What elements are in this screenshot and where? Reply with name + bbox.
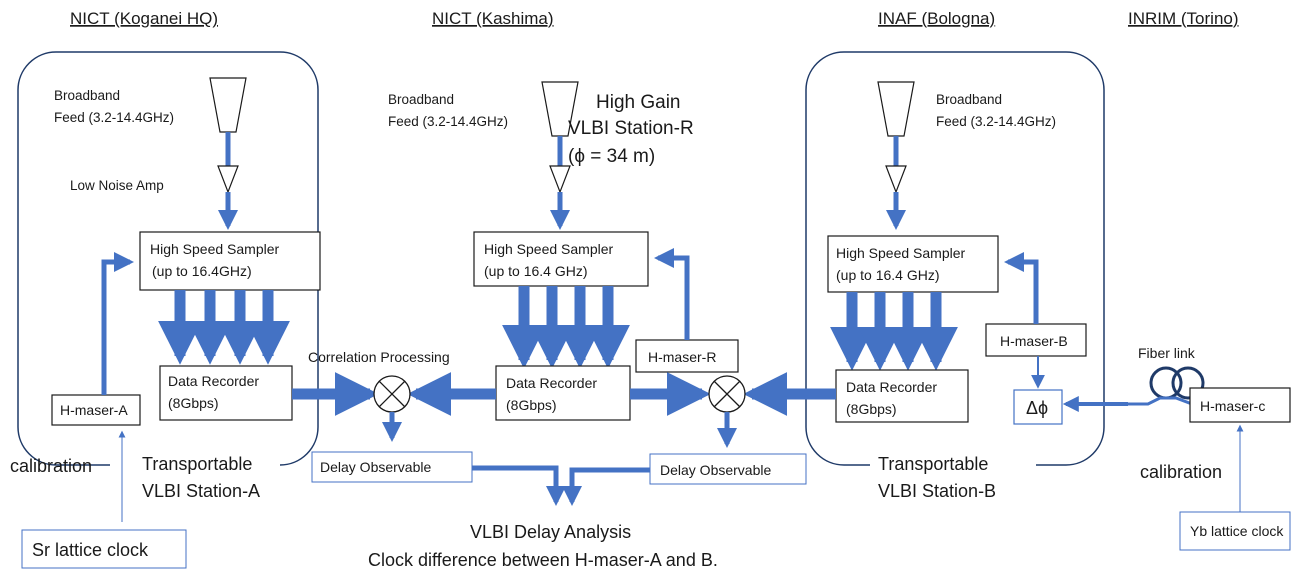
station-r-sampler-label-1: High Speed Sampler bbox=[484, 241, 614, 257]
station-a-data-arrows bbox=[158, 290, 290, 365]
station-b-caption-1: Transportable bbox=[878, 454, 988, 474]
sr-lattice-clock-box bbox=[21, 529, 187, 569]
station-a-recorder-label-2: (8Gbps) bbox=[168, 395, 219, 411]
sr-lattice-clock-label: Sr lattice clock bbox=[32, 540, 149, 560]
analysis-subtitle: Clock difference between H-maser-A and B… bbox=[368, 550, 718, 570]
station-r-maser-to-sampler bbox=[654, 248, 690, 340]
station-r-sampler-label-2: (up to 16.4 GHz) bbox=[484, 263, 588, 279]
delay-left-to-analysis bbox=[472, 465, 566, 506]
station-b-caption-gap bbox=[870, 440, 1036, 484]
station-a-lna-label: Low Noise Amp bbox=[70, 178, 164, 193]
station-a-sampler-label-2: (up to 16.4GHz) bbox=[152, 263, 252, 279]
analysis-title: VLBI Delay Analysis bbox=[470, 522, 631, 542]
delay-observable-right-box bbox=[649, 453, 807, 485]
station-r-lna-icon bbox=[549, 165, 571, 194]
station-r-title-2: VLBI Station-R bbox=[568, 118, 694, 139]
station-a-maser-box bbox=[51, 394, 141, 426]
station-a-maser-to-sampler bbox=[101, 252, 134, 395]
station-b-data-arrows bbox=[830, 292, 958, 371]
station-r-sampler-box bbox=[473, 231, 649, 287]
station-b-feed-label-1: Broadband bbox=[936, 92, 1002, 107]
station-a-feed-horn-icon bbox=[209, 77, 247, 133]
yb-lattice-clock-box bbox=[1179, 511, 1291, 551]
station-r-recorder-label-2: (8Gbps) bbox=[506, 397, 557, 413]
correlation-label: Correlation Processing bbox=[308, 349, 450, 365]
station-b-maser-box bbox=[985, 323, 1087, 357]
station-a-sampler-label-1: High Speed Sampler bbox=[150, 241, 280, 257]
site-torino: INRIM (Torino) bbox=[1128, 9, 1239, 28]
site-bologna: INAF (Bologna) bbox=[878, 9, 995, 28]
delay-right-to-analysis bbox=[562, 467, 650, 506]
yb-lattice-clock-label: Yb lattice clock bbox=[1190, 523, 1284, 539]
station-b-recorder-label-1: Data Recorder bbox=[846, 379, 937, 395]
station-a-caption-1: Transportable bbox=[142, 454, 252, 474]
station-a-maser-label: H-maser-A bbox=[60, 402, 128, 418]
station-r-feed-horn-icon bbox=[541, 81, 579, 137]
station-b-recorder-label-2: (8Gbps) bbox=[846, 401, 897, 417]
phase-comparator-label: Δϕ bbox=[1026, 398, 1048, 418]
station-r-recorder-label-1: Data Recorder bbox=[506, 375, 597, 391]
site-koganei: NICT (Koganei HQ) bbox=[70, 9, 218, 28]
delay-observable-left-box bbox=[311, 451, 473, 483]
station-r-title-3: (ϕ = 34 m) bbox=[568, 146, 655, 167]
station-a-feed-label-1: Broadband bbox=[54, 88, 120, 103]
torino-maser-label: H-maser-c bbox=[1200, 398, 1265, 414]
station-b-feed-label-2: Feed (3.2-14.4GHz) bbox=[936, 114, 1056, 129]
phase-comparator-box bbox=[1013, 389, 1063, 425]
station-a-lna-icon bbox=[217, 165, 239, 194]
station-a-feed-label-2: Feed (3.2-14.4GHz) bbox=[54, 110, 174, 125]
station-b-maser-to-sampler bbox=[1004, 252, 1039, 324]
station-a-sampler-box bbox=[139, 231, 321, 291]
correlator-a-icon bbox=[373, 375, 411, 413]
station-b-lna-icon bbox=[885, 165, 907, 194]
station-r-maser-label: H-maser-R bbox=[648, 349, 716, 365]
station-a-recorder-label-1: Data Recorder bbox=[168, 373, 259, 389]
site-kashima: NICT (Kashima) bbox=[432, 9, 554, 28]
delay-observable-left-label: Delay Observable bbox=[320, 459, 431, 475]
station-b-maser-label: H-maser-B bbox=[1000, 333, 1068, 349]
station-r-data-arrows bbox=[502, 286, 630, 369]
delay-observable-right-label: Delay Observable bbox=[660, 462, 771, 478]
station-a-calibration-label: calibration bbox=[10, 456, 92, 476]
torino-maser-box bbox=[1189, 387, 1291, 423]
station-b-caption-2: VLBI Station-B bbox=[878, 481, 996, 501]
station-r-feed-label-1: Broadband bbox=[388, 92, 454, 107]
station-a-caption-gap bbox=[110, 440, 280, 484]
station-b-sampler-label-1: High Speed Sampler bbox=[836, 245, 966, 261]
station-b-sampler-box bbox=[827, 235, 999, 293]
correlator-b-icon bbox=[708, 375, 746, 413]
station-b-sampler-label-2: (up to 16.4 GHz) bbox=[836, 267, 940, 283]
fiber-link-label: Fiber link bbox=[1138, 345, 1196, 361]
station-b-feed-horn-icon bbox=[877, 81, 915, 137]
station-a-caption-2: VLBI Station-A bbox=[142, 481, 260, 501]
station-r-feed-label-2: Feed (3.2-14.4GHz) bbox=[388, 114, 508, 129]
station-r-maser-box bbox=[635, 339, 739, 373]
station-r-title-1: High Gain bbox=[596, 92, 681, 113]
torino-calibration-label: calibration bbox=[1140, 462, 1222, 482]
